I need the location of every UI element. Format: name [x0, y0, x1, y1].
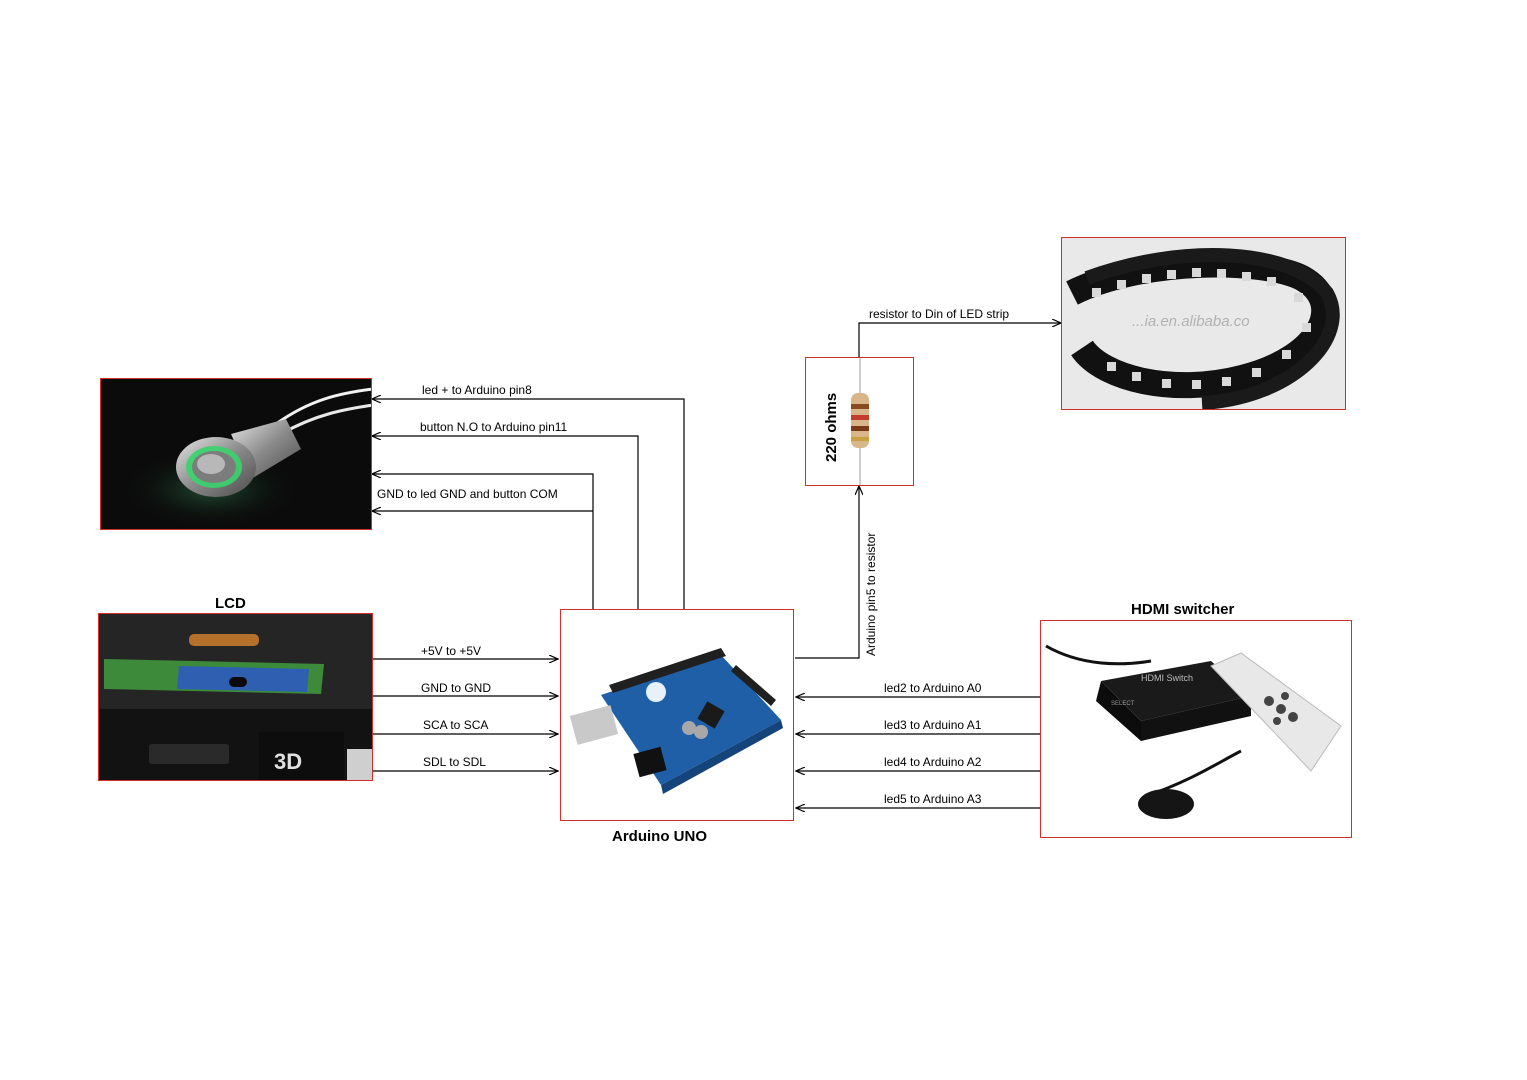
label-sdl: SDL to SDL [423, 755, 486, 769]
arduino-image [560, 609, 794, 821]
arduino-title: Arduino UNO [612, 828, 707, 845]
push-button-photo [121, 387, 371, 529]
lcd-image: 3D [98, 613, 373, 781]
label-a0: led2 to Arduino A0 [884, 681, 982, 695]
wire-pin5-resistor [795, 486, 859, 659]
wire-gnd-com [372, 474, 594, 609]
push-button-image [100, 378, 372, 530]
label-pin5-resistor: Arduino pin5 to resistor [864, 532, 878, 656]
usb-port-icon [569, 705, 619, 745]
lcd-3d-text: 3D [274, 749, 302, 774]
ir-receiver-icon [1138, 789, 1194, 819]
label-5v: +5V to +5V [421, 644, 482, 658]
hdmi-switcher-photo: HDMI Switch SELECT [1045, 644, 1342, 819]
label-led-pin8: led + to Arduino pin8 [422, 383, 532, 397]
hdmi-brand-text: HDMI Switch [1141, 673, 1193, 683]
label-gnd-com: GND to led GND and button COM [377, 487, 558, 501]
header-pins [609, 648, 726, 693]
resistor-photo [851, 358, 869, 485]
resistor-value: 220 ohms [823, 392, 840, 462]
watermark-text: ...ia.en.alibaba.co [1132, 313, 1250, 330]
label-sca: SCA to SCA [423, 718, 489, 732]
power-jack-icon [633, 746, 667, 778]
resistor-box: 220 ohms [805, 357, 914, 486]
lcd-title: LCD [215, 595, 246, 612]
arduino-photo [569, 648, 783, 794]
wire-led-pin8 [372, 399, 685, 609]
led-strip-photo: ...ia.en.alibaba.co [1066, 248, 1340, 409]
wire-button-pin11 [372, 436, 639, 609]
label-button-pin11: button N.O to Arduino pin11 [420, 420, 568, 434]
label-a3: led5 to Arduino A3 [884, 792, 982, 806]
hdmi-title: HDMI switcher [1131, 601, 1235, 618]
lcd-photo: 3D [99, 614, 372, 780]
arduino-logo-icon [646, 682, 666, 702]
remote-icon [1210, 652, 1342, 772]
label-gnd: GND to GND [421, 681, 492, 695]
hdmi-switcher-image: HDMI Switch SELECT [1040, 620, 1352, 838]
led-strip-image: ...ia.en.alibaba.co [1061, 237, 1346, 410]
label-a1: led3 to Arduino A1 [884, 718, 982, 732]
led-chips [1092, 268, 1311, 389]
label-resistor-strip: resistor to Din of LED strip [869, 307, 1010, 321]
hdmi-select-text: SELECT [1111, 701, 1135, 707]
label-a2: led4 to Arduino A2 [884, 755, 982, 769]
wire-resistor-strip [858, 323, 1061, 357]
